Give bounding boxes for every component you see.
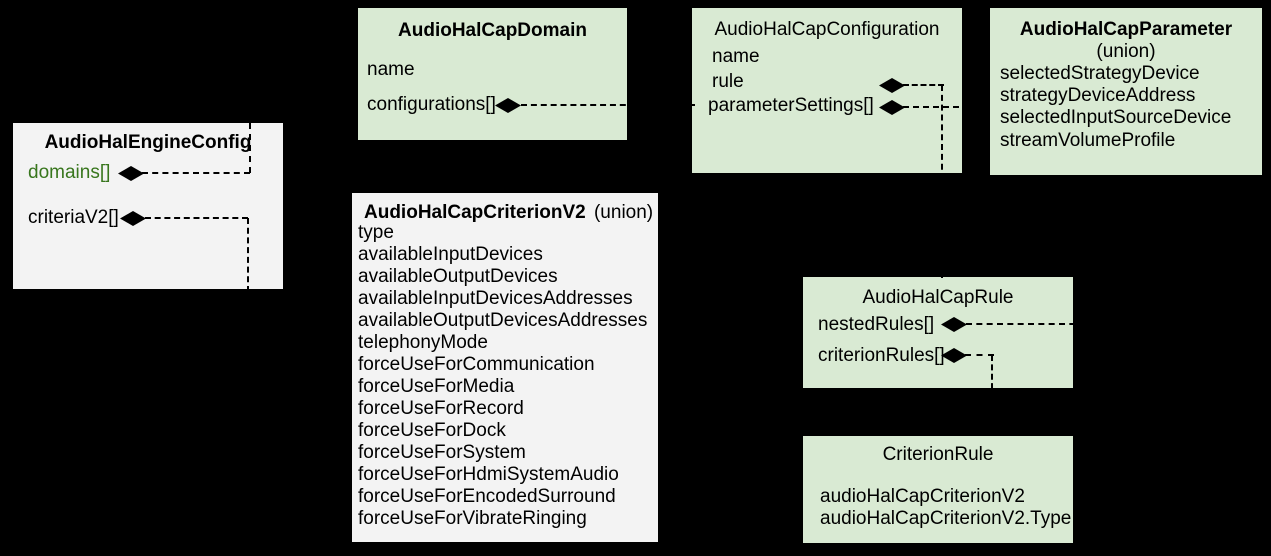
- connector-rule-vertical: [941, 85, 943, 278]
- field-rule: rule: [712, 71, 744, 92]
- field-strategy-device-address: strategyDeviceAddress: [1000, 85, 1196, 106]
- composition-diamond-icon: [120, 211, 146, 226]
- field-parameter-settings: parameterSettings[]: [708, 95, 874, 116]
- class-box-criterion-rule: CriterionRule audioHalCapCriterionV2 aud…: [803, 436, 1073, 543]
- class-subtitle-union: (union): [1096, 41, 1156, 62]
- class-box-audio-hal-engine-config: AudioHalEngineConfig domains[] criteriaV…: [13, 123, 283, 289]
- connector-configurations-horizontal: [521, 104, 695, 106]
- field-audio-hal-cap-criterion-v2-type: audioHalCapCriterionV2.Type: [820, 508, 1072, 529]
- class-box-audio-hal-cap-criterion-v2: AudioHalCapCriterionV2 (union) type avai…: [352, 193, 658, 542]
- composition-diamond-icon: [879, 100, 905, 115]
- field-audio-hal-cap-criterion-v2: audioHalCapCriterionV2: [820, 486, 1025, 507]
- field-type: type: [358, 222, 394, 243]
- field-force-use-for-dock: forceUseForDock: [358, 420, 506, 441]
- field-available-output-devices-addresses: availableOutputDevicesAddresses: [358, 310, 648, 331]
- field-available-input-devices: availableInputDevices: [358, 244, 543, 265]
- connector-criterion-rules-horizontal: [965, 354, 994, 356]
- class-box-audio-hal-cap-parameter: AudioHalCapParameter (union) selectedStr…: [990, 8, 1262, 175]
- composition-diamond-icon: [118, 166, 144, 181]
- field-domains: domains[]: [28, 162, 111, 183]
- class-title: AudioHalCapRule: [862, 287, 1014, 308]
- class-title: AudioHalCapDomain: [398, 20, 587, 41]
- connector-nested-rules-horizontal: [966, 323, 1096, 325]
- field-selected-strategy-device: selectedStrategyDevice: [1000, 63, 1200, 84]
- composition-diamond-icon: [495, 98, 521, 113]
- class-box-audio-hal-cap-rule: AudioHalCapRule nestedRules[] criterionR…: [803, 277, 1073, 388]
- class-title: AudioHalEngineConfig: [44, 132, 252, 153]
- field-name: name: [367, 59, 415, 80]
- class-title: AudioHalCapCriterionV2 (union): [364, 202, 653, 224]
- class-title: CriterionRule: [882, 444, 994, 465]
- connector-parameter-settings-horizontal: [903, 106, 989, 108]
- class-title: AudioHalCapConfiguration: [714, 19, 940, 40]
- connector-rule-horizontal: [903, 84, 944, 86]
- class-title-text: AudioHalCapCriterionV2: [364, 202, 586, 223]
- field-criteria-v2: criteriaV2[]: [28, 207, 119, 228]
- field-force-use-for-encoded-surround: forceUseForEncodedSurround: [358, 486, 616, 507]
- field-force-use-for-hdmi-system-audio: forceUseForHdmiSystemAudio: [358, 464, 619, 485]
- field-force-use-for-communication: forceUseForCommunication: [358, 354, 595, 375]
- field-force-use-for-media: forceUseForMedia: [358, 376, 515, 397]
- connector-criterion-rules-vertical: [991, 355, 993, 436]
- field-telephony-mode: telephonyMode: [358, 332, 488, 353]
- connector-domains-vertical: [249, 123, 251, 173]
- connector-domains-horizontal: [142, 172, 250, 174]
- field-force-use-for-vibrate-ringing: forceUseForVibrateRinging: [358, 508, 587, 529]
- field-nested-rules: nestedRules[]: [818, 314, 935, 335]
- composition-diamond-icon: [941, 317, 967, 332]
- field-available-output-devices: availableOutputDevices: [358, 266, 558, 287]
- field-configurations: configurations[]: [367, 94, 496, 115]
- field-force-use-for-record: forceUseForRecord: [358, 398, 524, 419]
- class-box-audio-hal-cap-domain: AudioHalCapDomain name configurations[]: [358, 8, 627, 140]
- class-box-audio-hal-cap-configuration: AudioHalCapConfiguration name rule param…: [692, 8, 962, 173]
- class-title: AudioHalCapParameter: [1019, 19, 1233, 40]
- field-force-use-for-system: forceUseForSystem: [358, 442, 526, 463]
- field-name: name: [712, 46, 760, 67]
- composition-diamond-icon: [941, 348, 967, 363]
- connector-criteria-v2-horizontal: [145, 217, 248, 219]
- composition-diamond-icon: [879, 78, 905, 93]
- class-subtitle-union: (union): [593, 202, 654, 223]
- field-available-input-devices-addresses: availableInputDevicesAddresses: [358, 288, 633, 309]
- connector-criteria-v2-vertical: [247, 218, 249, 292]
- field-stream-volume-profile: streamVolumeProfile: [1000, 130, 1176, 151]
- field-selected-input-source-device: selectedInputSourceDevice: [1000, 107, 1232, 128]
- field-criterion-rules: criterionRules[]: [818, 345, 945, 366]
